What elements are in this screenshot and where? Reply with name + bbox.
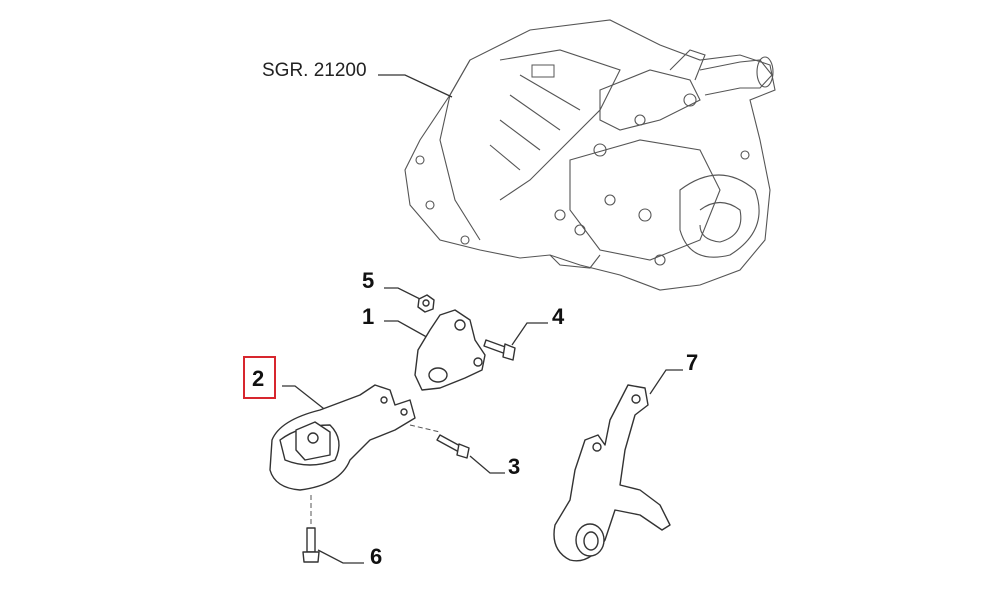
callout-1[interactable]: 1 (362, 304, 375, 329)
part-7-bracket (553, 384, 671, 562)
leader-gearbox (378, 74, 453, 98)
callout-2[interactable]: 2 (252, 366, 265, 391)
part-4-bolt (483, 339, 516, 361)
part-3-bolt (436, 434, 470, 459)
leader-5 (384, 287, 423, 301)
gearbox-illustration (404, 19, 776, 291)
highlight-box-part-2 (243, 356, 276, 399)
leader-7 (649, 369, 683, 395)
part-2-engine-mount (269, 384, 416, 491)
callout-5[interactable]: 5 (362, 268, 375, 293)
part-1-bracket (414, 309, 486, 391)
leader-6 (317, 549, 364, 564)
callout-3[interactable]: 3 (508, 454, 521, 479)
callout-6[interactable]: 6 (370, 544, 383, 569)
part-5-nut (417, 294, 435, 313)
leader-4 (511, 322, 548, 346)
leader-3 (469, 455, 505, 474)
part-6-bolt (302, 527, 320, 563)
bolt-path-3 (409, 424, 441, 433)
leader-2 (282, 385, 329, 413)
gearbox-reference-label: SGR. 21200 (262, 60, 367, 81)
callout-4[interactable]: 4 (552, 304, 565, 329)
callout-7[interactable]: 7 (686, 350, 699, 375)
leader-1 (384, 320, 433, 341)
